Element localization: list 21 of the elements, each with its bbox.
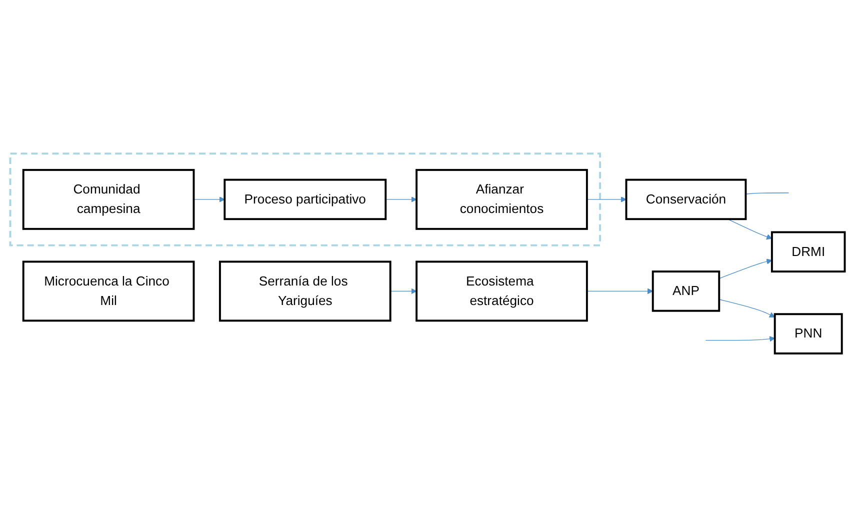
node-box: Proceso participativo xyxy=(224,178,387,220)
arrow xyxy=(705,336,776,342)
arrow xyxy=(390,288,417,294)
node-box: ANP xyxy=(652,270,720,312)
node-box: Comunidad campesina xyxy=(22,168,195,230)
connector xyxy=(745,192,790,194)
node-box: Microcuenca la Cinco Mil xyxy=(22,260,195,322)
arrow xyxy=(718,258,772,279)
arrow xyxy=(586,196,627,202)
cluster xyxy=(9,152,602,246)
node-box: Serranía de los Yariguíes xyxy=(218,260,392,322)
arrow xyxy=(718,299,776,318)
node-box: Afianzar conocimientos xyxy=(416,168,588,230)
node-box: Conservación xyxy=(625,178,747,220)
node-box: Ecosistema estratégico xyxy=(416,260,588,322)
arrow xyxy=(586,288,654,294)
node-box: DRMI xyxy=(770,231,846,272)
arrow xyxy=(193,196,225,202)
arrow xyxy=(385,196,417,202)
arrow xyxy=(727,218,772,240)
node-box: PNN xyxy=(774,313,843,354)
